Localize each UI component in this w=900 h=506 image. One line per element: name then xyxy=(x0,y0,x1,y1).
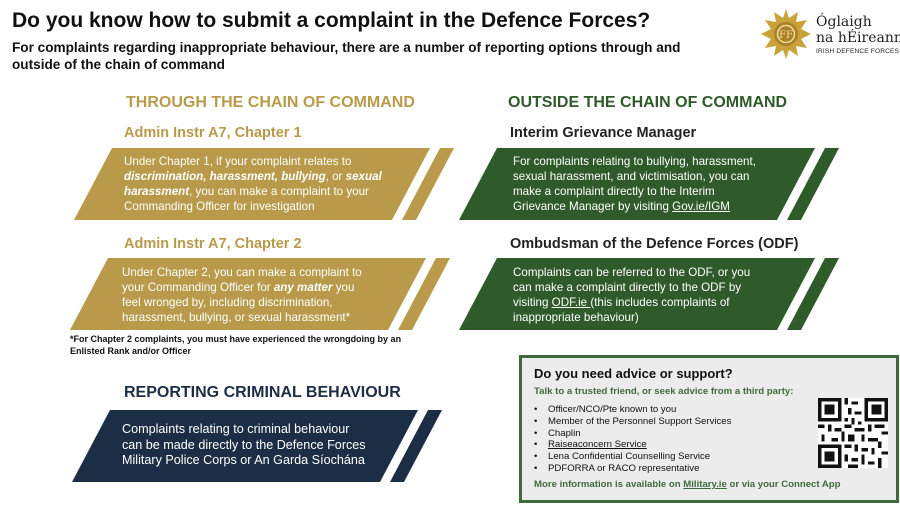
advice-subtitle: Talk to a trusted friend, or seek advice… xyxy=(534,386,794,397)
logo-text-line3: IRISH DEFENCE FORCES xyxy=(816,48,900,55)
odf-text: Complaints can be referred to the ODF, o… xyxy=(513,266,751,324)
chapter1-heading: Admin Instr A7, Chapter 1 xyxy=(124,125,302,141)
list-item: •Chaplin xyxy=(534,427,581,439)
chapter2-footnote: *For Chapter 2 complaints, you must have… xyxy=(70,334,402,356)
advice-support-box: Do you need advice or support? Talk to a… xyxy=(519,355,899,503)
odf-link[interactable]: ODF.ie xyxy=(551,296,591,309)
chapter2-heading: Admin Instr A7, Chapter 2 xyxy=(124,236,302,252)
odf-banner-shape xyxy=(459,258,839,330)
defence-forces-logo: FF Óglaigh na hÉireann IRISH DEFENCE FOR… xyxy=(760,8,900,60)
igm-heading: Interim Grievance Manager xyxy=(510,125,697,141)
logo-text-line1: Óglaigh xyxy=(816,14,872,30)
list-item: •Member of the Personnel Support Service… xyxy=(534,415,732,427)
svg-text:FF: FF xyxy=(779,30,793,41)
outside-chain-heading: OUTSIDE THE CHAIN OF COMMAND xyxy=(508,94,788,111)
defence-forces-seal-icon: FF xyxy=(761,9,811,59)
raiseaconcern-link[interactable]: Raiseaconcern Service xyxy=(548,439,647,451)
igm-banner: For complaints relating to bullying, har… xyxy=(459,148,839,220)
criminal-heading: REPORTING CRIMINAL BEHAVIOUR xyxy=(124,384,401,401)
list-item: •Raiseaconcern Service xyxy=(534,439,647,451)
criminal-banner: Complaints relating to criminal behaviou… xyxy=(72,410,442,482)
advice-footer: More information is available on Militar… xyxy=(534,479,841,490)
page-title: Do you know how to submit a complaint in… xyxy=(12,9,651,32)
chapter1-banner: Under Chapter 1, if your complaint relat… xyxy=(74,148,454,220)
odf-banner: Complaints can be referred to the ODF, o… xyxy=(459,258,839,330)
odf-heading: Ombudsman of the Defence Forces (ODF) xyxy=(510,236,799,252)
through-chain-heading: THROUGH THE CHAIN OF COMMAND xyxy=(126,94,415,111)
list-item: •Lena Confidential Counselling Service xyxy=(534,451,711,463)
chapter2-banner: Under Chapter 2, you can make a complain… xyxy=(70,258,450,330)
chapter2-banner-shape xyxy=(70,258,450,330)
criminal-banner-shape xyxy=(72,410,442,482)
chapter2-text: Under Chapter 2, you can make a complain… xyxy=(122,266,362,324)
advice-title: Do you need advice or support? xyxy=(534,366,733,381)
chapter1-banner-shape xyxy=(74,148,454,220)
advice-list: •Officer/NCO/Pte known to you •Member of… xyxy=(534,404,731,475)
igm-text: For complaints relating to bullying, har… xyxy=(513,155,756,213)
list-item: •PDFORRA or RACO representative xyxy=(534,462,700,474)
criminal-text: Complaints relating to criminal behaviou… xyxy=(122,422,366,467)
chapter1-text: Under Chapter 1, if your complaint relat… xyxy=(124,155,382,213)
military-ie-link[interactable]: Military.ie xyxy=(683,479,727,490)
igm-banner-shape xyxy=(459,148,839,220)
igm-link[interactable]: Gov.ie/IGM xyxy=(672,200,730,213)
logo-text-line2: na hÉireann xyxy=(816,30,900,46)
qr-code-icon[interactable] xyxy=(818,398,888,468)
page-subtitle: For complaints regarding inappropriate b… xyxy=(12,40,681,72)
list-item: •Officer/NCO/Pte known to you xyxy=(534,404,677,415)
